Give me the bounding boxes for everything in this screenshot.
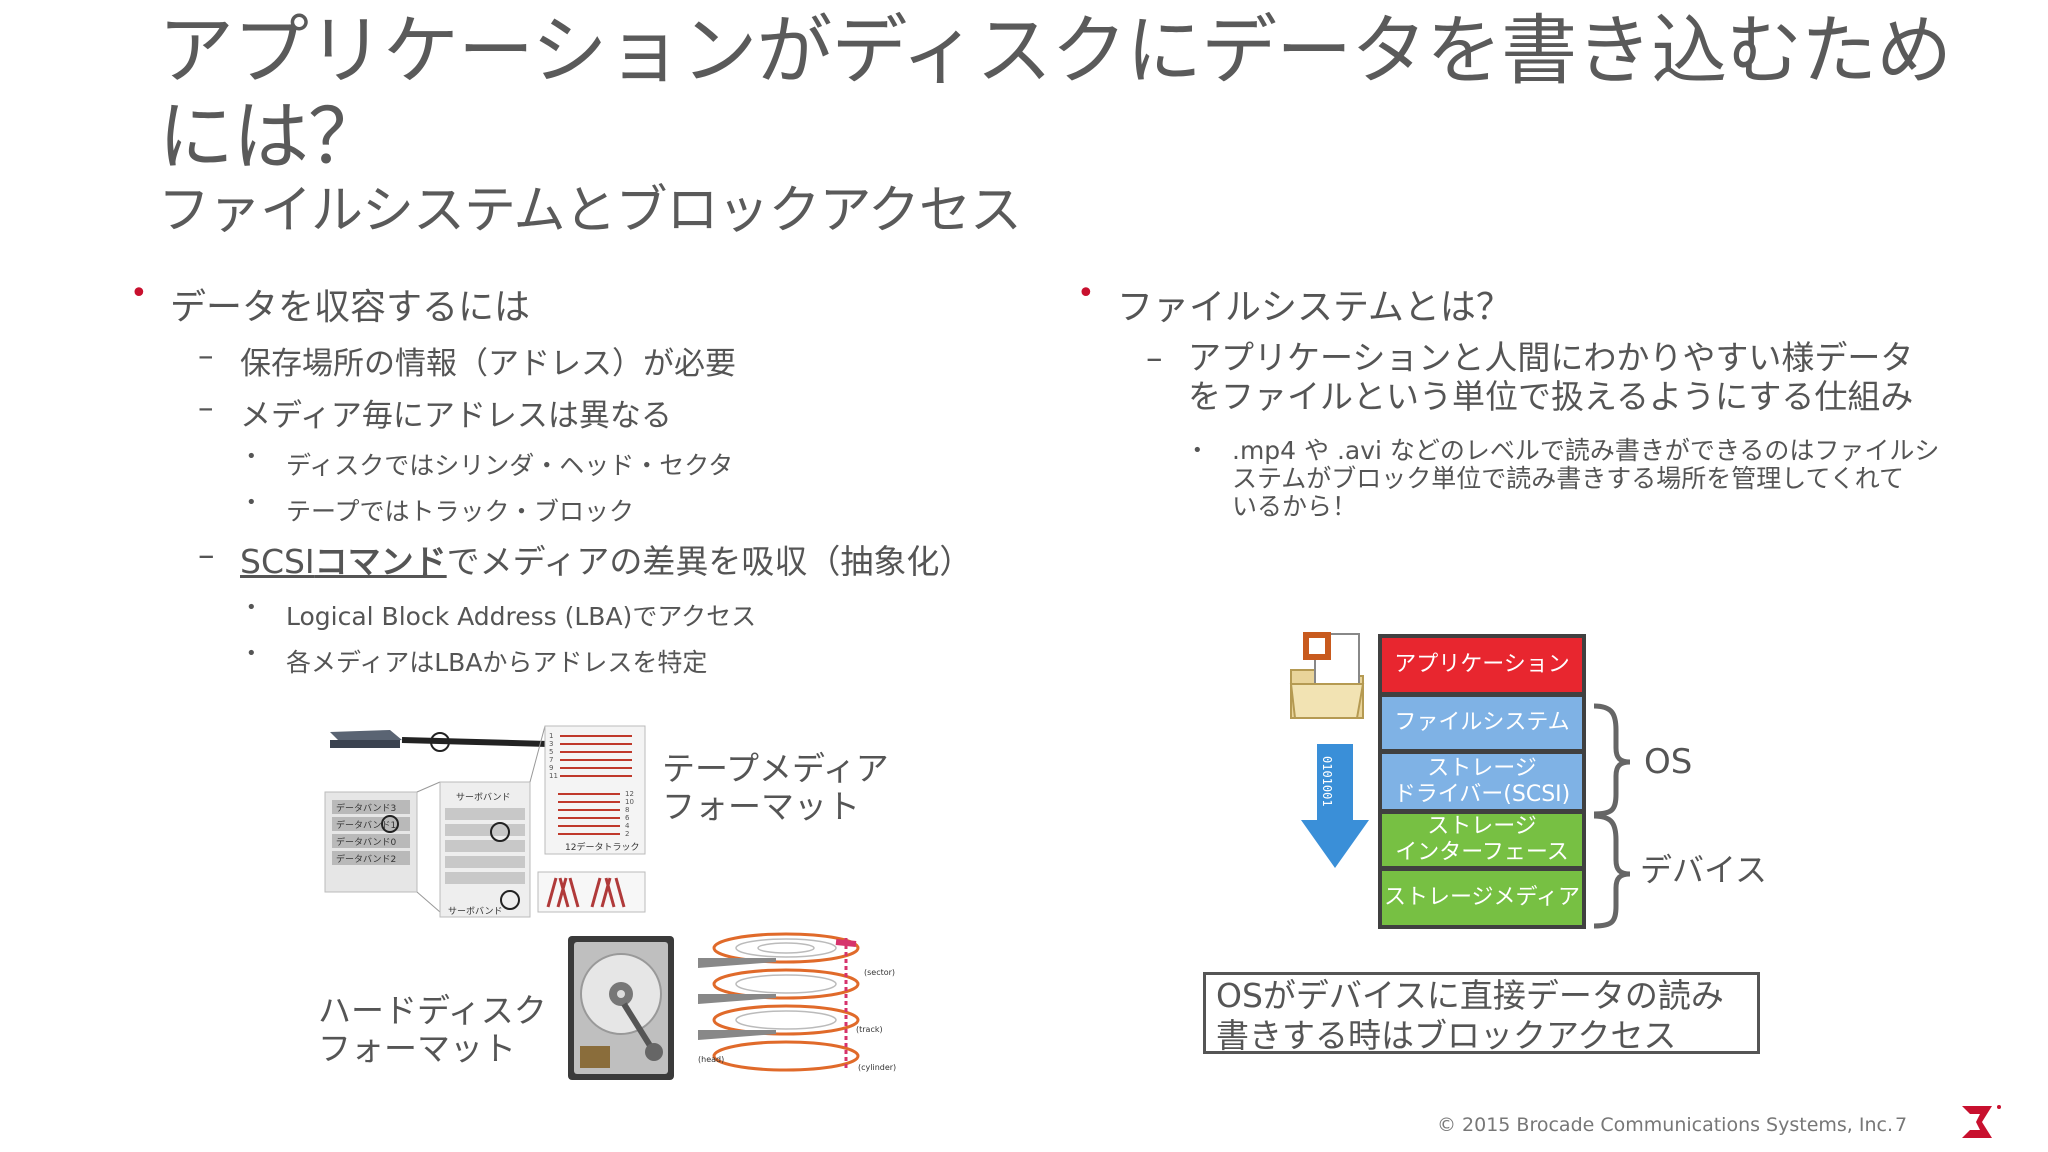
slide-title-main: アプリケーションがディスクにデータを書き込むためには？ xyxy=(158,6,1952,181)
os-label: OS xyxy=(1644,742,1693,782)
sub-list-item-text: 各メディアはLBAからアドレスを特定 xyxy=(286,648,708,677)
data-band-label: データバンド2 xyxy=(336,853,396,865)
track-number: 2 xyxy=(625,830,629,838)
list-item-text: をファイルという単位で扱えるようにする仕組み xyxy=(1188,377,1914,416)
track-label: (track) xyxy=(856,1025,883,1034)
data-band-label: データバンド1 xyxy=(336,819,396,831)
tape-caption: テープメディア フォーマット xyxy=(662,750,889,826)
track-number: 8 xyxy=(625,806,629,814)
note-line: OSがデバイスに直接データの読み xyxy=(1216,976,1724,1015)
list-item-scsi: – SCSIコマンドでメディアの差異を吸収（抽象化） xyxy=(198,535,973,583)
layer-label: アプリケーション xyxy=(1394,652,1570,677)
bits-label: 0101001 xyxy=(1320,756,1334,807)
application-file-icon xyxy=(1289,632,1365,719)
dash-marker: – xyxy=(198,390,214,426)
sub-list-item-text: ディスクではシリンダ・ヘッド・セクタ xyxy=(286,451,734,480)
data-band-label: データバンド0 xyxy=(336,836,396,848)
bullet-dot: • xyxy=(246,597,257,618)
layer-storage-media: ストレージメディア xyxy=(1378,867,1586,929)
layer-brackets xyxy=(1593,703,1631,929)
bullet-text: データを収容するには xyxy=(170,287,531,328)
list-item-text: メディア毎にアドレスは異なる xyxy=(240,398,672,434)
servo-band-label: サーボバンド xyxy=(456,792,510,803)
track-number: 5 xyxy=(549,748,553,756)
data-flow-down-arrow-icon: 0101001 xyxy=(1301,744,1369,868)
disk-geometry-diagram: (sector) (track) (head) (cylinder) xyxy=(698,932,896,1072)
track-number: 3 xyxy=(549,740,553,748)
sub-list-item-text: テープではトラック・ブロック xyxy=(286,497,635,526)
bullet-dot: • xyxy=(1192,440,1203,461)
hard-disk-drive-photo xyxy=(568,936,674,1080)
tape-caption-line: フォーマット xyxy=(662,787,860,826)
layer-storage-interface: ストレージ インターフェース xyxy=(1378,810,1586,870)
layer-label: ファイルシステム xyxy=(1394,710,1570,735)
list-item-text: 保存場所の情報（アドレス）が必要 xyxy=(240,346,736,382)
track-number: 7 xyxy=(549,756,553,764)
bullet-dot: • xyxy=(1077,276,1095,311)
bullet-dot: • xyxy=(246,446,257,467)
device-bracket xyxy=(1593,813,1631,929)
device-label: デバイス xyxy=(1640,851,1768,889)
bullet-dot: • xyxy=(130,276,148,311)
sub-list-item: • 各メディアはLBAからアドレスを特定 xyxy=(246,643,708,679)
dash-marker: – xyxy=(1146,338,1163,377)
slide-subtitle: ファイルシステムとブロックアクセス xyxy=(158,181,1022,241)
brocade-logo-icon xyxy=(1962,1105,2001,1138)
layer-filesystem: ファイルシステム xyxy=(1378,693,1586,753)
os-bracket xyxy=(1593,703,1631,817)
list-item: – 保存場所の情報（アドレス）が必要 xyxy=(198,338,736,383)
layer-application: アプリケーション xyxy=(1378,634,1586,696)
bullet-text: ファイルシステムとは？ xyxy=(1117,287,1512,328)
track-number: 11 xyxy=(549,772,558,780)
bullet-dot: • xyxy=(246,643,257,664)
block-access-note: OSがデバイスに直接データの読み 書きする時はブロックアクセス xyxy=(1203,972,1760,1055)
list-item: – メディア毎にアドレスは異なる xyxy=(198,390,672,435)
sub-list-item: • Logical Block Address (LBA)でアクセス xyxy=(246,597,757,633)
sector-label: (sector) xyxy=(864,968,895,977)
sub-list-item: • テープではトラック・ブロック xyxy=(246,492,635,528)
page-number: 7 xyxy=(1895,1114,1908,1136)
head-label: (head) xyxy=(698,1055,724,1064)
layer-label: ストレージ ドライバー(SCSI) xyxy=(1393,755,1571,807)
sub-list-item-text: いるから！ xyxy=(1232,492,1358,521)
slide-title: アプリケーションがディスクにデータを書き込むためには？ ファイルシステムとブロッ… xyxy=(158,8,1978,242)
track-number: 6 xyxy=(625,814,630,822)
list-item: – アプリケーションと人間にわかりやすい様データ をファイルという単位で扱えるよ… xyxy=(1146,338,1914,416)
tape-format-illustration: データバンド3 データバンド1 データバンド0 データバンド2 サーボバンド サ… xyxy=(324,725,646,918)
layer-label: ストレージ インターフェース xyxy=(1395,814,1569,865)
list-item-text: アプリケーションと人間にわかりやすい様データ xyxy=(1188,338,1914,377)
track-number: 1 xyxy=(549,732,553,740)
sub-list-item-text: ステムがブロック単位で読み書きする場所を管理してくれて xyxy=(1232,464,1905,493)
disk-caption-line: フォーマット xyxy=(318,1029,516,1068)
sub-list-item-text: Logical Block Address (LBA)でアクセス xyxy=(286,602,757,631)
disk-caption-line: ハードディスク xyxy=(318,991,547,1030)
copyright-text: © 2015 Brocade Communications Systems, I… xyxy=(1437,1114,1894,1136)
sub-list-item: • ディスクではシリンダ・ヘッド・セクタ xyxy=(246,446,734,482)
sub-list-item-text: .mp4 や .avi などのレベルで読み書きができるのはファイルシ xyxy=(1232,436,1940,465)
layer-storage-driver: ストレージ ドライバー(SCSI) xyxy=(1378,750,1586,813)
data-band-label: データバンド3 xyxy=(336,802,396,814)
bullet-filesystem: • ファイルシステムとは？ xyxy=(1077,276,1512,330)
tracks-label: 12データトラック xyxy=(565,841,639,853)
scsi-prefix: SCSI xyxy=(240,542,315,581)
bullet-dot: • xyxy=(246,492,257,513)
track-number: 4 xyxy=(625,822,630,830)
disk-caption: ハードディスク フォーマット xyxy=(318,992,547,1068)
dash-marker: – xyxy=(198,338,214,374)
dash-marker: – xyxy=(198,535,215,574)
sub-list-item: • .mp4 や .avi などのレベルで読み書きができるのはファイルシ ステム… xyxy=(1192,436,1940,521)
note-line: 書きする時はブロックアクセス xyxy=(1216,1016,1677,1055)
cylinder-label: (cylinder) xyxy=(858,1063,896,1072)
layer-label: ストレージメディア xyxy=(1383,885,1581,910)
servo-band-label: サーボバンド xyxy=(448,906,502,917)
scsi-command-link[interactable]: SCSIコマンド xyxy=(240,542,447,581)
track-number: 12 xyxy=(625,790,634,798)
tape-caption-line: テープメディア xyxy=(662,749,889,788)
track-number: 9 xyxy=(549,764,553,772)
bullet-data-storage: • データを収容するには xyxy=(130,276,531,330)
list-item-text: でメディアの差異を吸収（抽象化） xyxy=(446,542,973,581)
scsi-bold: コマンド xyxy=(314,542,447,581)
track-number: 10 xyxy=(625,798,634,806)
